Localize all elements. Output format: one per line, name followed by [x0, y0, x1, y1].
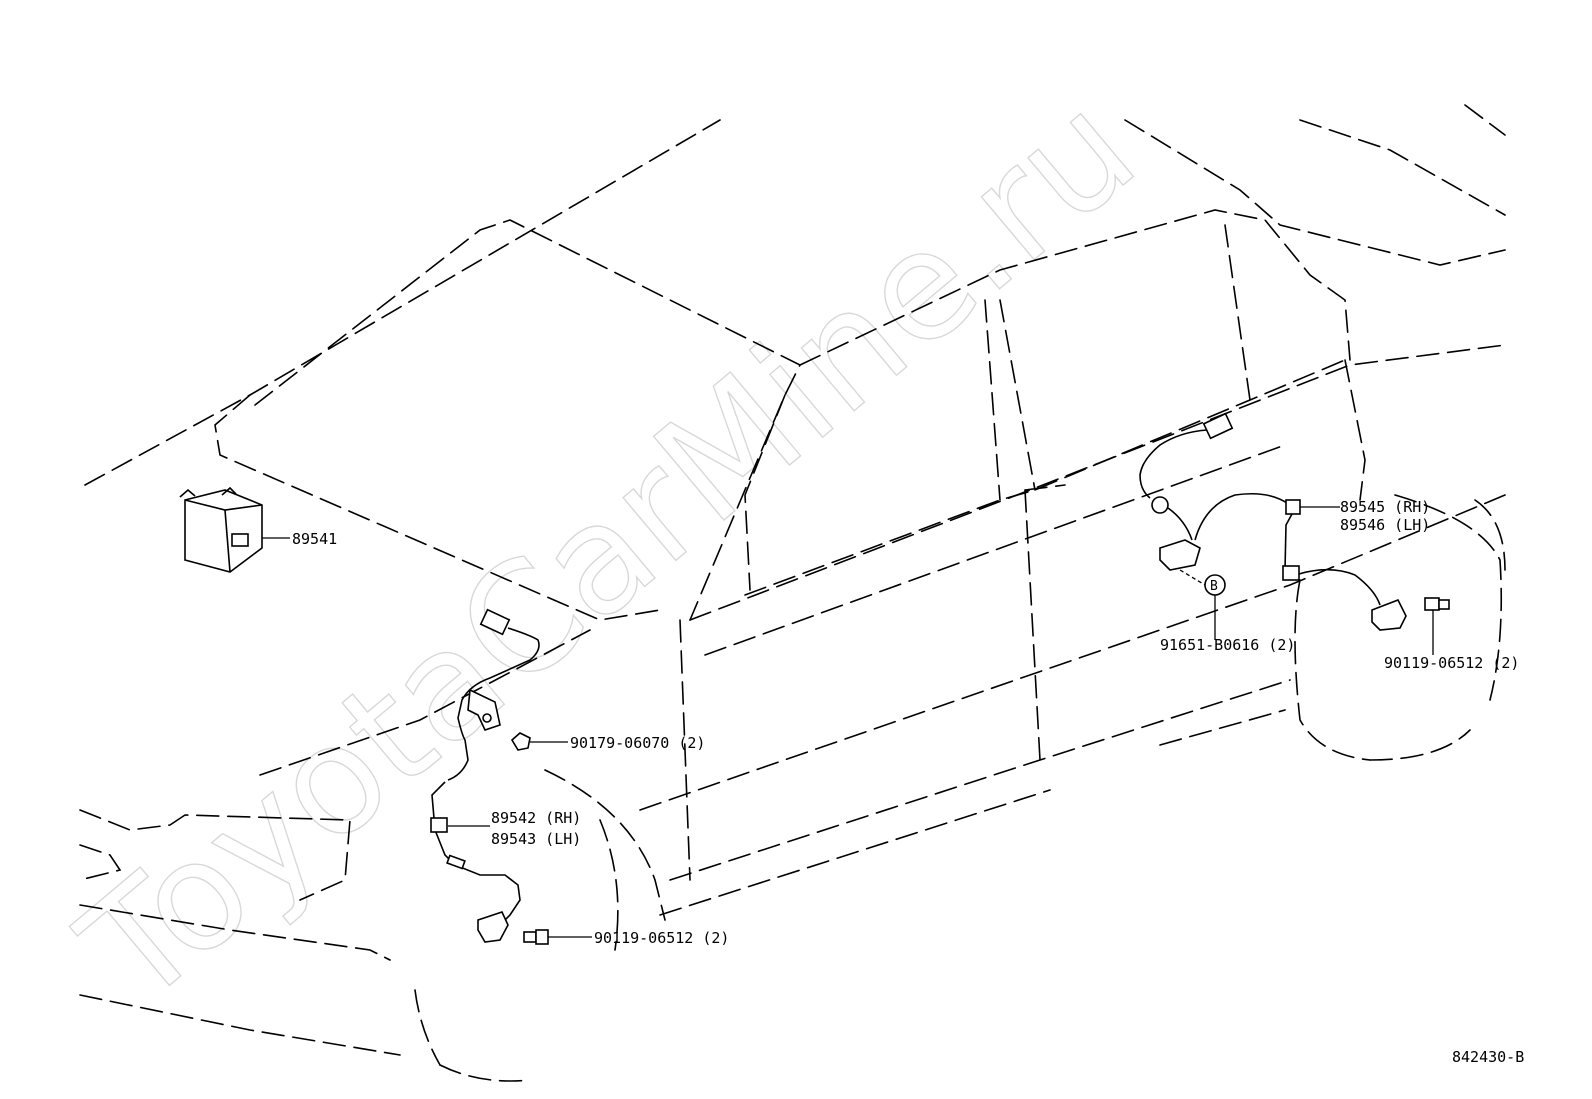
front-clip-nut: [510, 732, 531, 751]
label-rear-clamp: 91651-B0616 (2): [1160, 636, 1295, 654]
label-front-bolt: 90119-06512 (2): [594, 929, 729, 947]
label-89541: 89541: [292, 530, 337, 548]
label-front-clip: 90179-06070 (2): [570, 734, 705, 752]
label-front-sensor-rh: 89542 (RH): [491, 809, 581, 827]
front-bolt: [523, 929, 549, 945]
label-rear-sensor-lh: 89546 (LH): [1340, 516, 1430, 534]
rear-bolt: [1424, 597, 1450, 611]
rear-speed-sensor: [1139, 412, 1407, 631]
abs-ecu-module: [179, 486, 263, 573]
label-rear-sensor-rh: 89545 (RH): [1340, 498, 1430, 516]
front-speed-sensor: [430, 608, 540, 943]
callout-b-letter: B: [1210, 579, 1218, 594]
label-rear-bolt: 90119-06512 (2): [1384, 654, 1519, 672]
label-front-sensor-lh: 89543 (LH): [491, 830, 581, 848]
car-body-outline: [79, 104, 1506, 1082]
diagram-code: 842430-B: [1452, 1048, 1524, 1066]
